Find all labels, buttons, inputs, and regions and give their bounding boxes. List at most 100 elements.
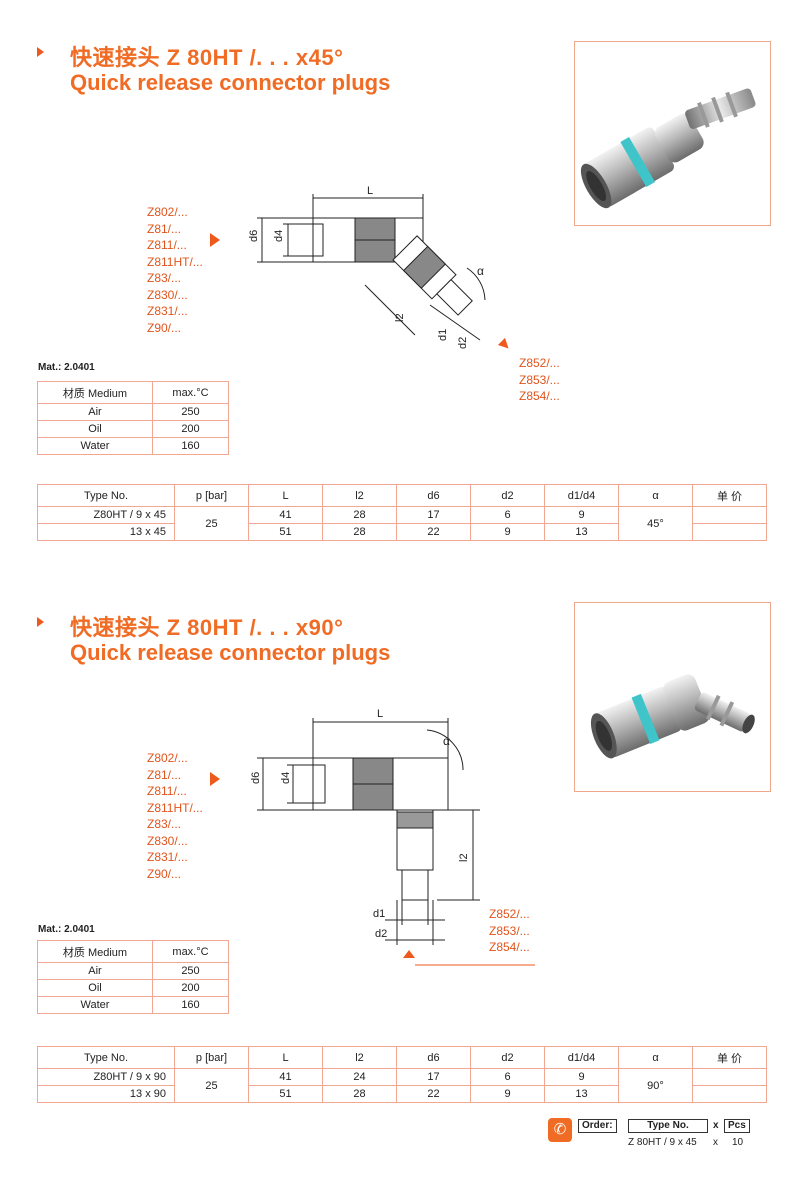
- type-cell: Z80HT / 9 x 90: [37, 1068, 175, 1086]
- medium-cell: Water: [37, 996, 153, 1014]
- max-temp-header: max.°C: [152, 940, 229, 963]
- medium-cell: Water: [37, 437, 153, 455]
- pointer-arrow-icon: [497, 337, 509, 349]
- L-cell: 41: [248, 506, 323, 524]
- d2-cell: 9: [470, 523, 545, 541]
- temp-cell: 160: [152, 996, 229, 1014]
- phone-icon: ✆: [548, 1118, 572, 1142]
- order-x-symbol: x: [713, 1137, 718, 1148]
- medium-cell: Oil: [37, 979, 153, 997]
- d6-cell: 22: [396, 523, 471, 541]
- price-cell: [692, 1085, 767, 1103]
- code-item: Z811HT/...: [147, 800, 203, 815]
- title-chinese: 快速接头 Z 80HT /. . . x45°: [70, 45, 344, 70]
- type-cell: 13 x 45: [37, 523, 175, 541]
- material-label: Mat.: 2.0401: [38, 362, 95, 373]
- table-row: 13 x 45 51 28 22 9 13: [37, 523, 767, 541]
- dim-d1-label: d1: [373, 908, 385, 920]
- table-row: Z80HT / 9 x 90 25 41 24 17 6 9 90°: [37, 1068, 767, 1103]
- L-cell: 51: [248, 1085, 323, 1103]
- medium-header: 材质 Medium: [37, 940, 153, 963]
- medium-cell: Oil: [37, 420, 153, 438]
- col-type-header: Type No.: [37, 484, 175, 507]
- dim-l2-label: l2: [394, 313, 406, 322]
- code-item: Z81/...: [147, 221, 182, 236]
- code-item: Z852/...: [519, 356, 560, 370]
- col-d6-header: d6: [396, 1046, 471, 1069]
- product-photo-45: [574, 41, 771, 226]
- connector-90-image: [590, 674, 755, 759]
- temp-cell: 200: [152, 979, 229, 997]
- code-item: Z81/...: [147, 767, 182, 782]
- col-d2-header: d2: [470, 1046, 545, 1069]
- l2-cell: 28: [322, 1085, 397, 1103]
- section-90deg: 快速接头 Z 80HT /. . . x90° Quick release co…: [0, 590, 800, 1130]
- table-row: Oil 200: [37, 979, 229, 997]
- order-example-type: Z 80HT / 9 x 45: [628, 1137, 697, 1148]
- col-pressure-header: p [bar]: [174, 484, 249, 507]
- title-english: Quick release connector plugs: [70, 640, 391, 665]
- pressure-cell: 25: [174, 1068, 249, 1103]
- compatible-codes-right: Z852/... Z853/... Z854/...: [519, 355, 560, 405]
- code-item: Z83/...: [147, 817, 182, 831]
- code-item: Z854/...: [519, 389, 560, 403]
- order-example: ✆ Order: Type No. x Pcs Z 80HT / 9 x 45 …: [548, 1118, 778, 1158]
- temp-cell: 160: [152, 437, 229, 455]
- col-type-header: Type No.: [37, 1046, 175, 1069]
- d6-cell: 22: [396, 1085, 471, 1103]
- d6-cell: 17: [396, 1068, 471, 1086]
- dim-d4-label: d4: [280, 772, 292, 784]
- code-item: Z830/...: [147, 833, 188, 848]
- code-item: Z830/...: [147, 287, 188, 302]
- code-item: Z831/...: [147, 304, 188, 318]
- dim-d4-label: d4: [273, 230, 285, 242]
- l2-cell: 24: [322, 1068, 397, 1086]
- pressure-cell: 25: [174, 506, 249, 541]
- temp-cell: 250: [152, 403, 229, 421]
- order-label: Order:: [578, 1119, 617, 1133]
- col-price-header: 单 价: [692, 484, 767, 507]
- temp-cell: 250: [152, 962, 229, 980]
- col-d6-header: d6: [396, 484, 471, 507]
- type-cell: 13 x 90: [37, 1085, 175, 1103]
- medium-table: 材质 Medium max.°C Air 250 Oil 200 Water 1…: [37, 940, 229, 1014]
- dim-alpha-label: α: [477, 264, 484, 278]
- medium-table: 材质 Medium max.°C Air 250 Oil 200 Water 1…: [37, 381, 229, 455]
- alpha-cell: 45°: [618, 506, 693, 541]
- price-cell: [692, 523, 767, 541]
- col-d2-header: d2: [470, 484, 545, 507]
- order-x-symbol: x: [713, 1120, 719, 1131]
- bullet-arrow-icon: [37, 617, 44, 627]
- medium-header: 材质 Medium: [37, 381, 153, 404]
- code-item: Z802/...: [147, 751, 188, 765]
- dim-d6-label: d6: [250, 772, 262, 784]
- code-item: Z811HT/...: [147, 254, 203, 269]
- code-item: Z802/...: [147, 205, 188, 219]
- d1d4-cell: 9: [544, 1068, 619, 1086]
- d2-cell: 9: [470, 1085, 545, 1103]
- dim-L-label: L: [377, 708, 383, 720]
- compatible-codes-left: Z802/... Z81/... Z811/... Z811HT/... Z83…: [147, 204, 203, 336]
- bullet-arrow-icon: [37, 47, 44, 57]
- d1d4-cell: 13: [544, 1085, 619, 1103]
- price-cell: [692, 1068, 767, 1086]
- table-row: Air 250: [37, 403, 229, 421]
- d2-cell: 6: [470, 506, 545, 524]
- dim-d6-label: d6: [248, 230, 260, 242]
- col-l2-header: l2: [322, 1046, 397, 1069]
- l2-cell: 28: [322, 506, 397, 524]
- code-item: Z90/...: [147, 320, 182, 335]
- pointer-arrow-icon: [403, 950, 415, 958]
- d1d4-cell: 13: [544, 523, 619, 541]
- max-temp-header: max.°C: [152, 381, 229, 404]
- code-item: Z811/...: [147, 784, 187, 798]
- alpha-cell: 90°: [618, 1068, 693, 1103]
- technical-drawing-45: L d6 d4 l2 d1 d2 α: [210, 185, 509, 349]
- L-cell: 41: [248, 1068, 323, 1086]
- code-item: Z83/...: [147, 271, 182, 285]
- price-cell: [692, 506, 767, 524]
- material-label: Mat.: 2.0401: [38, 924, 95, 935]
- pointer-arrow-icon: [210, 233, 220, 247]
- code-item: Z811/...: [147, 238, 187, 252]
- code-item: Z852/...: [489, 907, 530, 921]
